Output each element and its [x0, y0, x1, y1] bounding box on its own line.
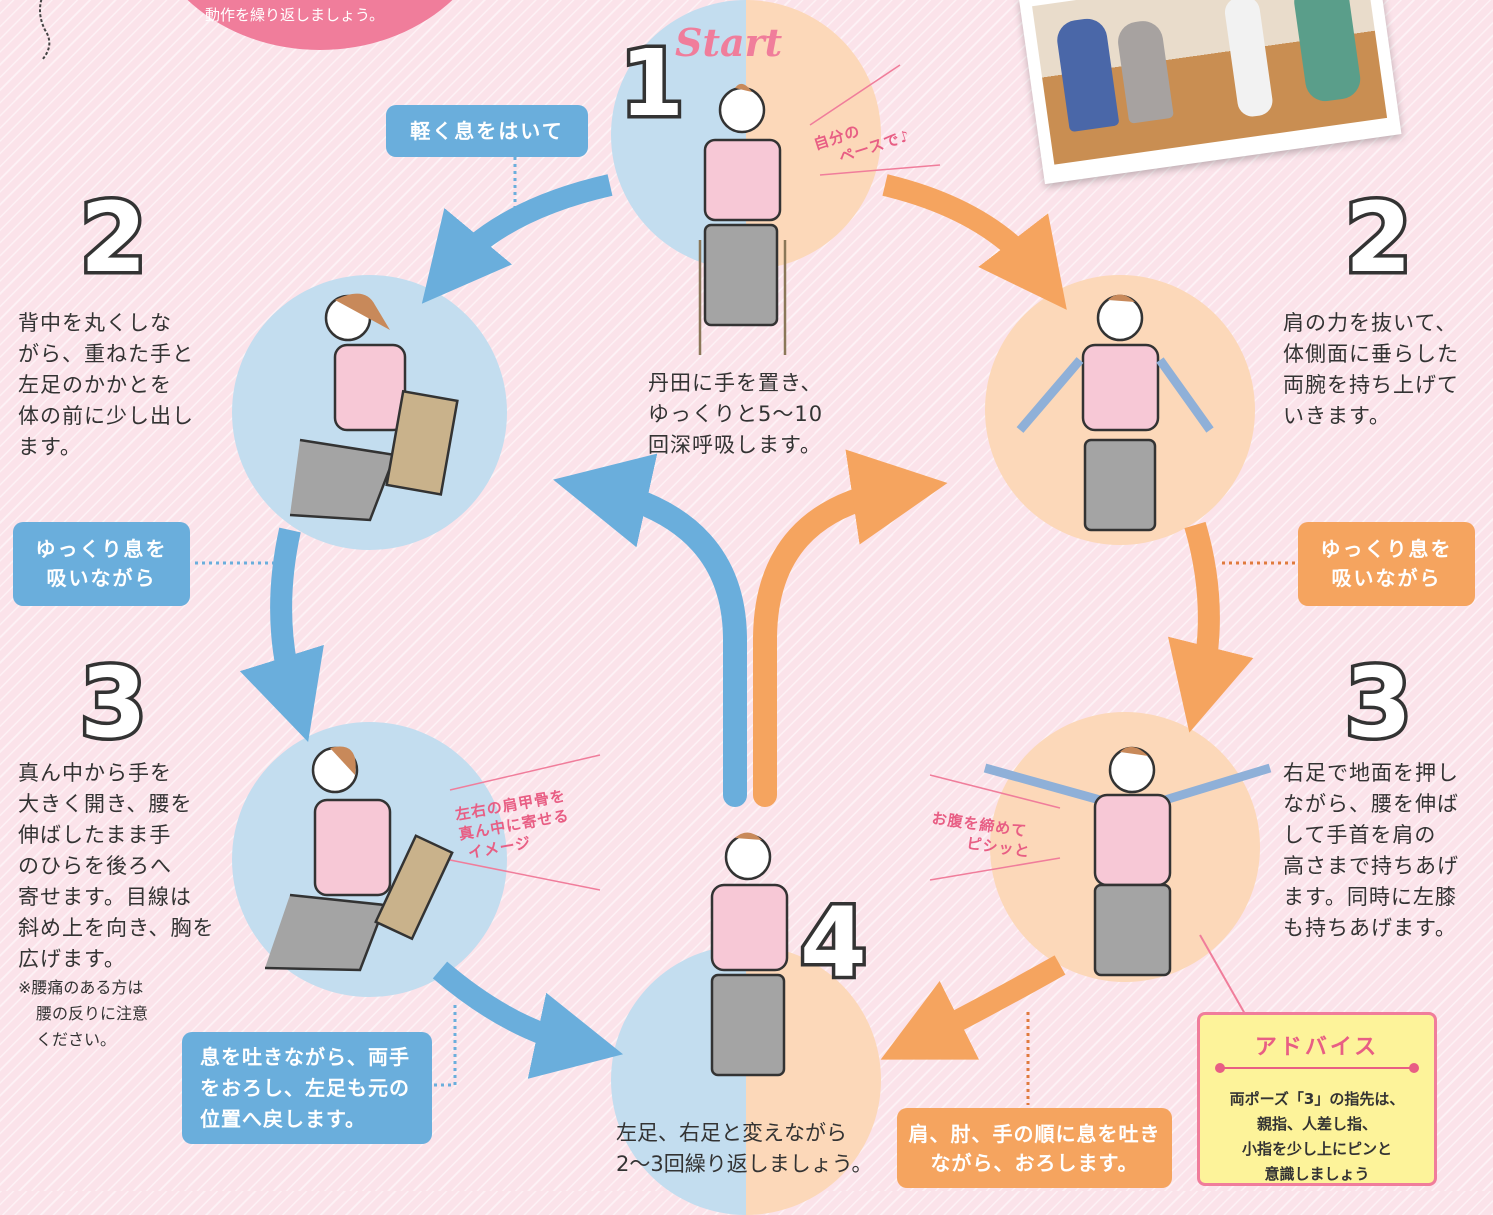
arrow-right3-to-end: [880, 955, 1066, 1060]
left3-figure: [264, 746, 454, 972]
exhale-left-label: 息を吐きながら、両手をおろし、左足も元の位置へ戻します。: [182, 1032, 432, 1144]
advice-box: アドバイス 両ポーズ「3」の指先は、親指、人差し指、小指を少し上にピンと意識しま…: [1197, 1012, 1437, 1186]
right2-figure: [1016, 294, 1214, 532]
advice-divider: [1215, 1063, 1419, 1073]
left-step-3-number: 3: [77, 647, 151, 759]
arrow-center-blue: [553, 453, 747, 807]
right-step-3-number: 3: [1342, 647, 1416, 759]
step-1-number: 1: [616, 30, 687, 137]
start-figure: [698, 83, 787, 355]
start-label: Start: [675, 20, 783, 65]
advice-title: アドバイス: [1254, 1035, 1380, 1060]
right3-figure: [983, 746, 1272, 977]
arrow-left2-to-left3: [239, 527, 324, 743]
end-figure: [710, 832, 789, 1077]
advice-body: 両ポーズ「3」の指先は、親指、人差し指、小指を少し上にピンと意識しましょう: [1229, 1090, 1405, 1183]
right-step-3-text: 右足で地面を押しながら、腰を伸ばして手首を肩の高さまで持ちあげます。同時に左膝も…: [1283, 761, 1459, 940]
arrow-start-to-left2: [421, 174, 613, 304]
exhale-light-label: 軽く息をはいて: [386, 105, 588, 157]
arrow-left3-to-end: [432, 961, 624, 1079]
exhale-right-label: 肩、肘、手の順に息を吐きながら、おろします。: [897, 1108, 1172, 1188]
left-step-2-text: 背中を丸くしながら、重ねた手と左足のかかとを体の前に少し出します。: [18, 311, 194, 459]
step-4-number: 4: [797, 887, 871, 999]
right-step-2-text: 肩の力を抜いて、体側面に垂らした両腕を持ち上げていきます。: [1283, 311, 1459, 428]
hanging-wire: [39, 0, 51, 60]
arrow-start-to-right2: [882, 174, 1067, 310]
arrow-right2-to-right3: [1167, 521, 1254, 733]
inhale-left-label: ゆっくり息を吸いながら: [13, 522, 190, 606]
left2-figure: [289, 293, 459, 522]
right-step-2-number: 2: [1342, 182, 1416, 294]
left-step-3-text: 真ん中から手を大きく開き、腰を伸ばしたまま手のひらを後ろへ寄せます。目線は斜め上…: [18, 761, 215, 971]
left-step-2-number: 2: [77, 182, 151, 294]
top-banner-text: 動作を繰り返しましょう。: [205, 6, 385, 24]
arrow-center-orange: [753, 449, 948, 807]
left-step-3-caution: ※腰痛のある方は腰の反りに注意ください。: [18, 978, 149, 1049]
inhale-right-label: ゆっくり息を吸いながら: [1298, 522, 1475, 606]
